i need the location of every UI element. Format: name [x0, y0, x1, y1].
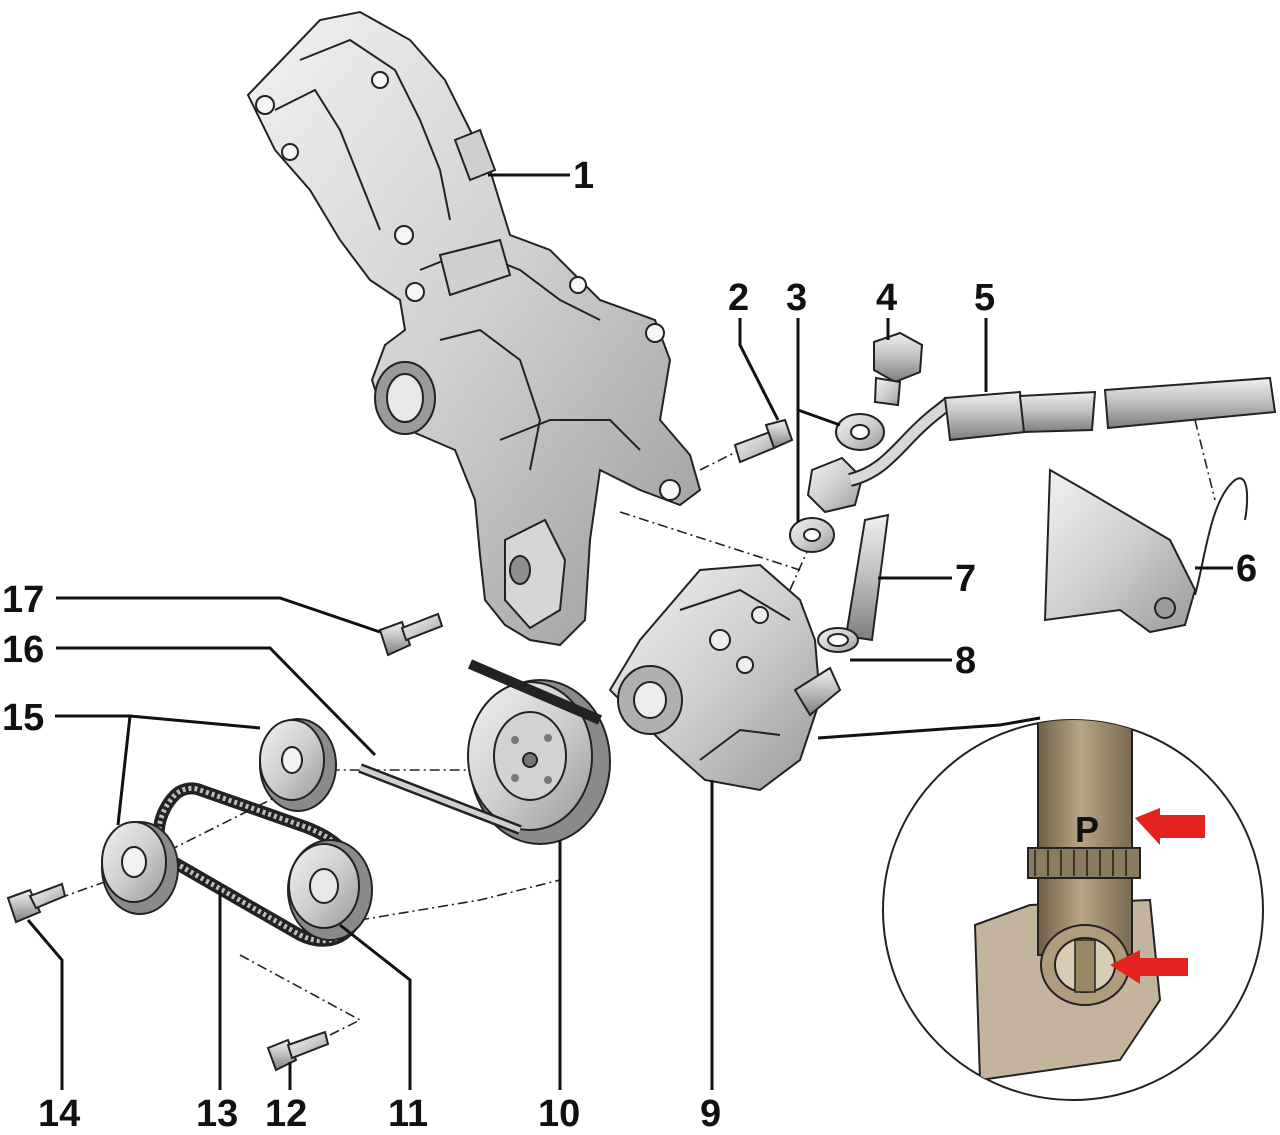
mounting-bracket	[246, 10, 702, 647]
callout-16: 16	[2, 629, 44, 671]
bolt-14	[6, 882, 67, 924]
callout-5: 5	[974, 277, 995, 319]
callout-17: 17	[2, 579, 44, 621]
callout-14: 14	[38, 1093, 80, 1135]
callout-3: 3	[786, 277, 807, 319]
alignment-arrow	[1110, 950, 1188, 984]
callout-9: 9	[700, 1093, 721, 1135]
callout-8: 8	[955, 640, 976, 682]
bolt-17	[378, 612, 444, 657]
seal-ring-upper	[835, 413, 885, 451]
callout-12: 12	[265, 1093, 307, 1135]
callout-13: 13	[196, 1093, 238, 1135]
seal-ring-lower	[789, 517, 835, 553]
pulley-half-upper	[259, 718, 337, 812]
callout-6: 6	[1236, 548, 1257, 590]
leader-lines	[26, 173, 1233, 1090]
callout-labels: 1 2 3 4 5 6 7 8 9 10 11 12 13 14 15 16 1…	[2, 155, 1257, 1135]
bolt-12	[266, 1030, 330, 1072]
callout-7: 7	[955, 558, 976, 600]
detail-inset: P	[817, 716, 1264, 1101]
pressure-hose	[806, 376, 1277, 514]
power-steering-pump	[608, 563, 842, 792]
return-hose	[844, 513, 890, 642]
hose-clamp-bracket	[1043, 468, 1249, 634]
callout-2: 2	[728, 277, 749, 319]
callout-10: 10	[538, 1093, 580, 1135]
callout-11: 11	[388, 1093, 428, 1135]
pressure-mark-label: P	[1075, 809, 1099, 850]
pump-pulley	[467, 679, 611, 845]
ribbed-belt	[358, 659, 602, 835]
pressure-port-arrow	[1135, 808, 1205, 845]
callout-1: 1	[573, 155, 594, 197]
banjo-bolt-4	[873, 331, 924, 407]
drive-pulley	[287, 839, 373, 941]
callout-4: 4	[876, 277, 897, 319]
bolt-2	[733, 418, 794, 464]
pulley-half-lower	[101, 821, 179, 915]
callout-15: 15	[2, 697, 44, 739]
hose-clip	[817, 627, 859, 653]
